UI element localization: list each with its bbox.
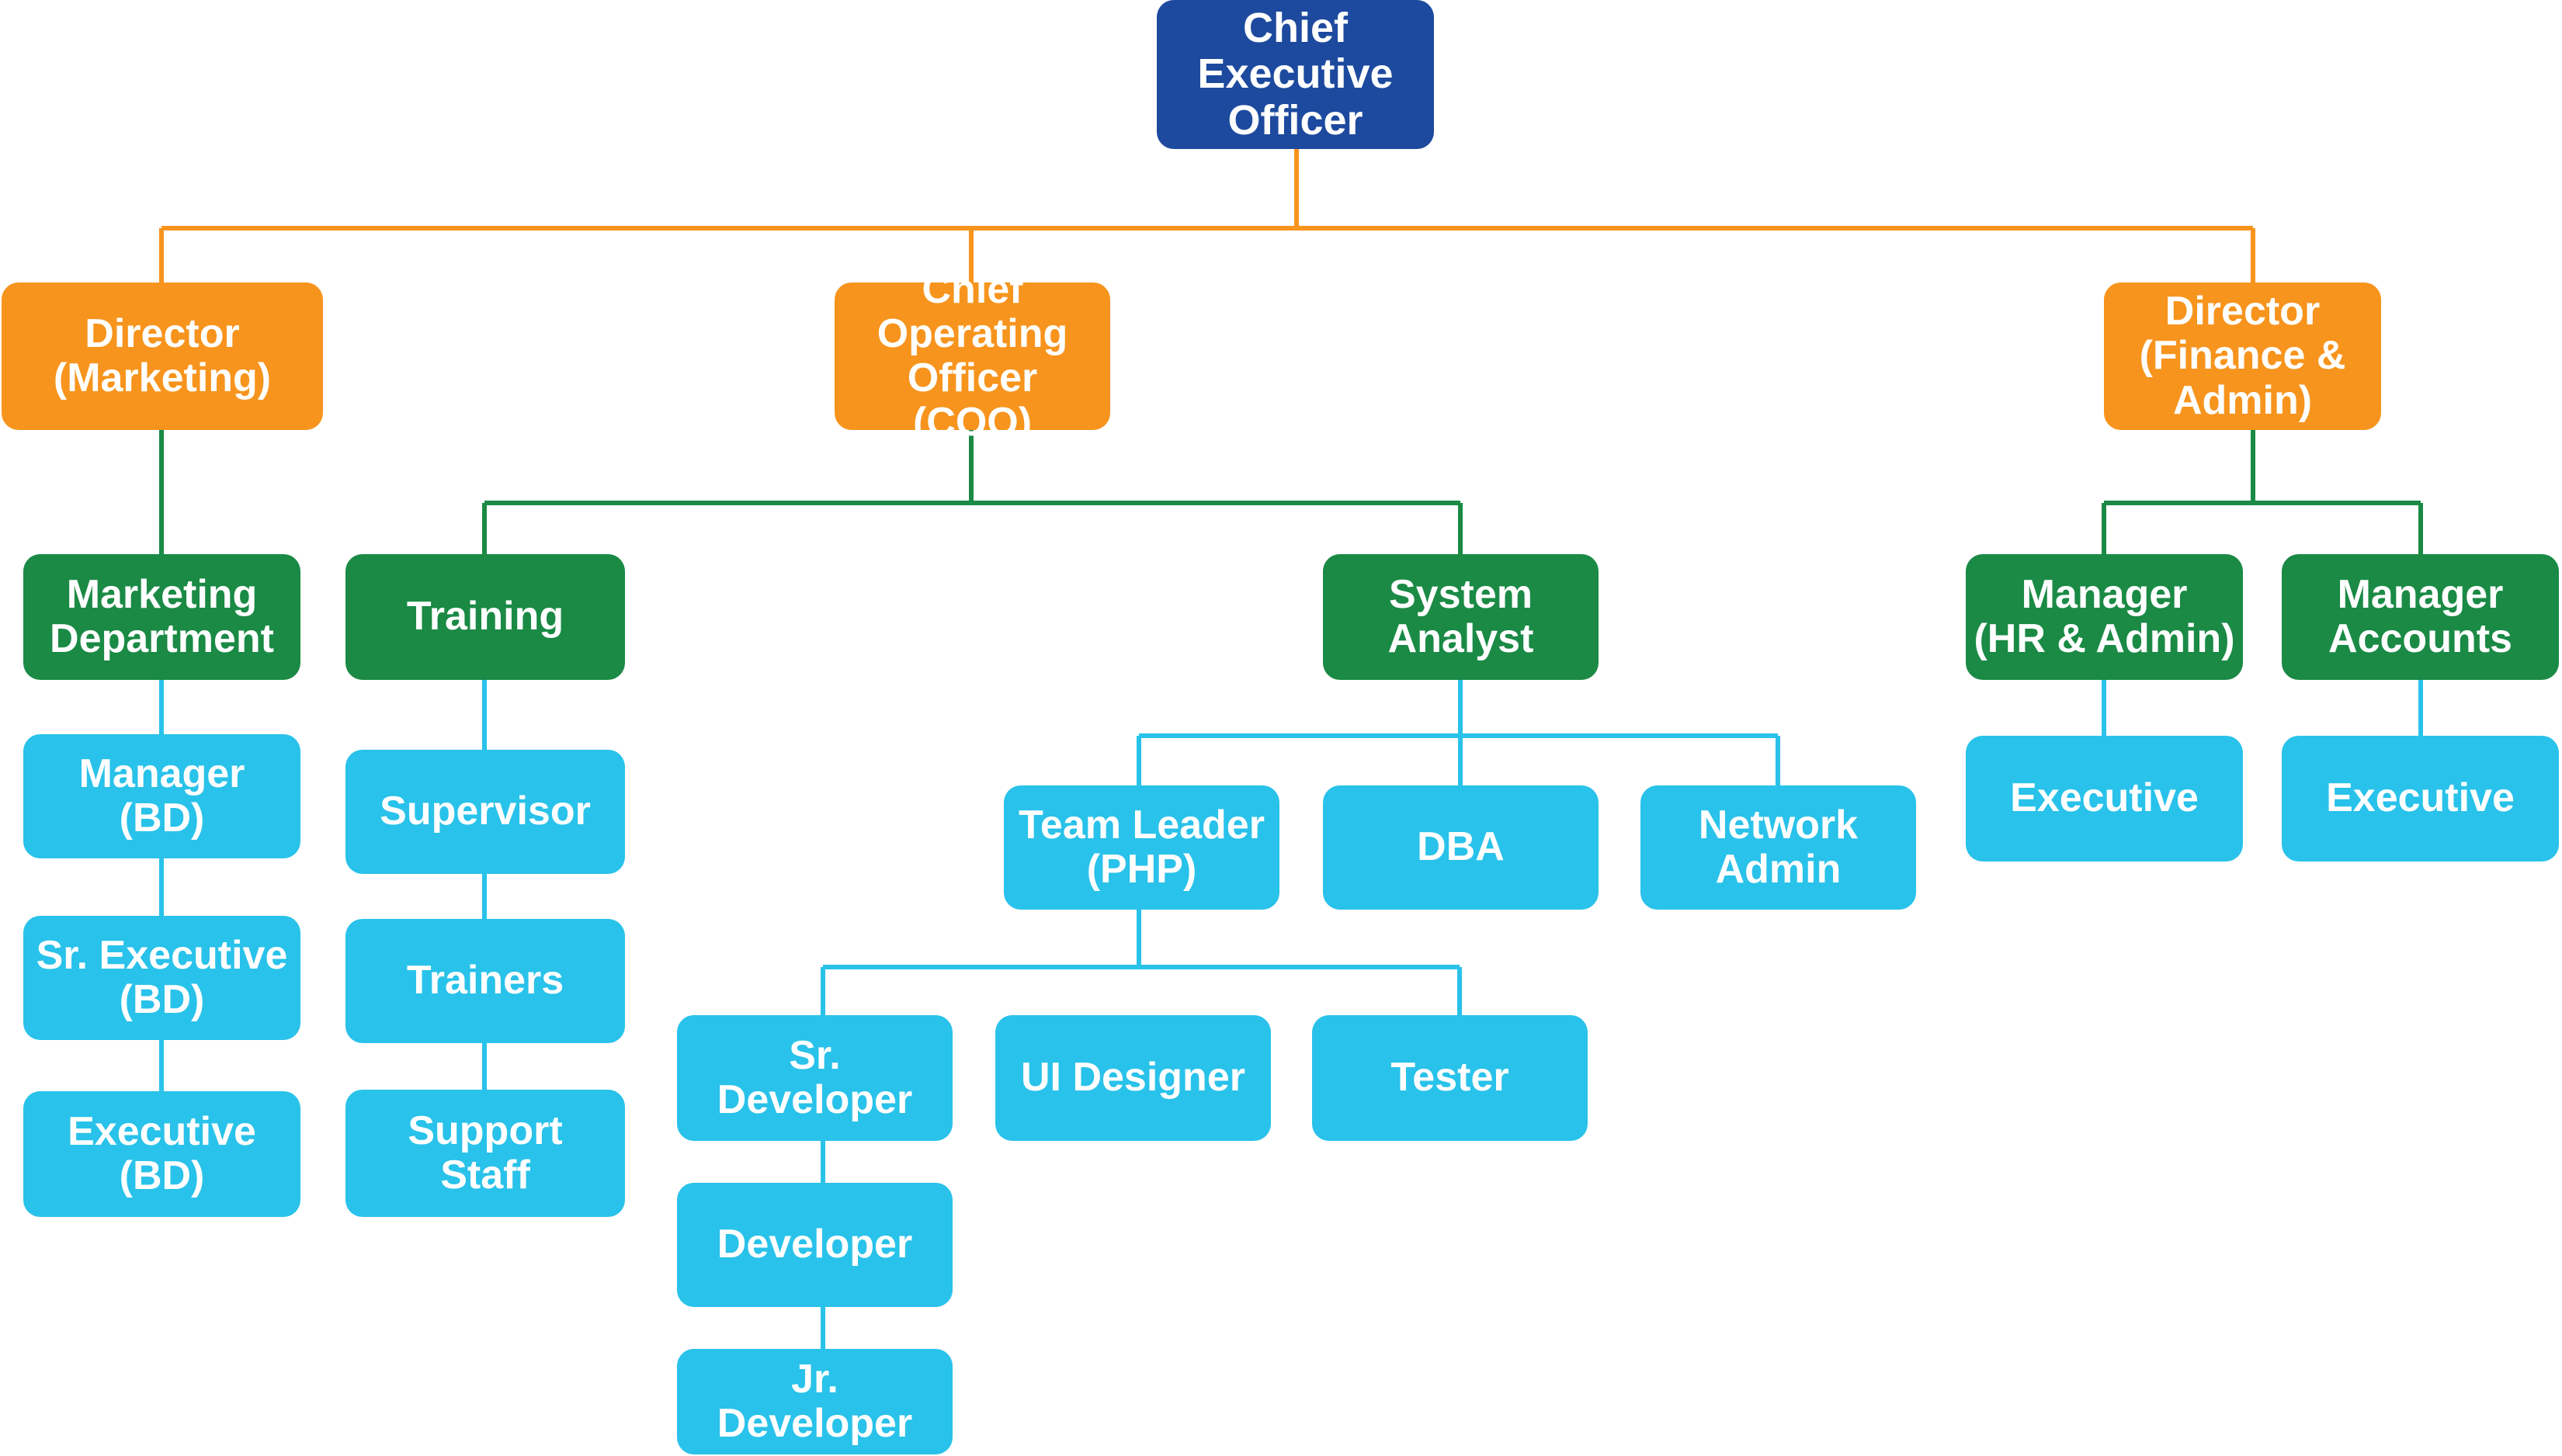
supervisor-node: Supervisor: [345, 750, 625, 874]
dba-node: DBA: [1323, 785, 1599, 910]
manager-hr-admin-node: Manager (HR & Admin): [1966, 554, 2243, 680]
tester-node: Tester: [1312, 1015, 1588, 1141]
staff-connectors: [159, 680, 2423, 1349]
trainers-node: Trainers: [345, 919, 625, 1043]
sr-developer-node: Sr. Developer: [677, 1015, 953, 1141]
director-finance-node: Director (Finance & Admin): [2104, 283, 2381, 430]
network-admin-node: Network Admin: [1640, 785, 1916, 910]
jr-developer-node: Jr. Developer: [677, 1349, 953, 1454]
training-node: Training: [345, 554, 625, 680]
executive-bd-node: Executive (BD): [23, 1091, 300, 1217]
sr-executive-bd-node: Sr. Executive (BD): [23, 916, 300, 1040]
coo-node: Chief Operating Officer (COO): [835, 267, 1110, 445]
system-analyst-node: System Analyst: [1323, 554, 1599, 680]
team-leader-php-node: Team Leader (PHP): [1004, 785, 1279, 910]
ui-designer-node: UI Designer: [995, 1015, 1271, 1141]
developer-node: Developer: [677, 1183, 953, 1307]
executive-accounts-node: Executive: [2282, 736, 2559, 861]
support-staff-node: Support Staff: [345, 1090, 625, 1217]
marketing-department-node: Marketing Department: [23, 554, 300, 680]
ceo-connectors: [159, 149, 2255, 283]
manager-accounts-node: Manager Accounts: [2282, 554, 2559, 680]
manager-bd-node: Manager (BD): [23, 734, 300, 858]
director-marketing-node: Director (Marketing): [2, 283, 323, 430]
executive-hr-node: Executive: [1966, 736, 2243, 861]
director-connectors: [159, 430, 2423, 554]
ceo-node: Chief Executive Officer: [1157, 0, 1434, 149]
